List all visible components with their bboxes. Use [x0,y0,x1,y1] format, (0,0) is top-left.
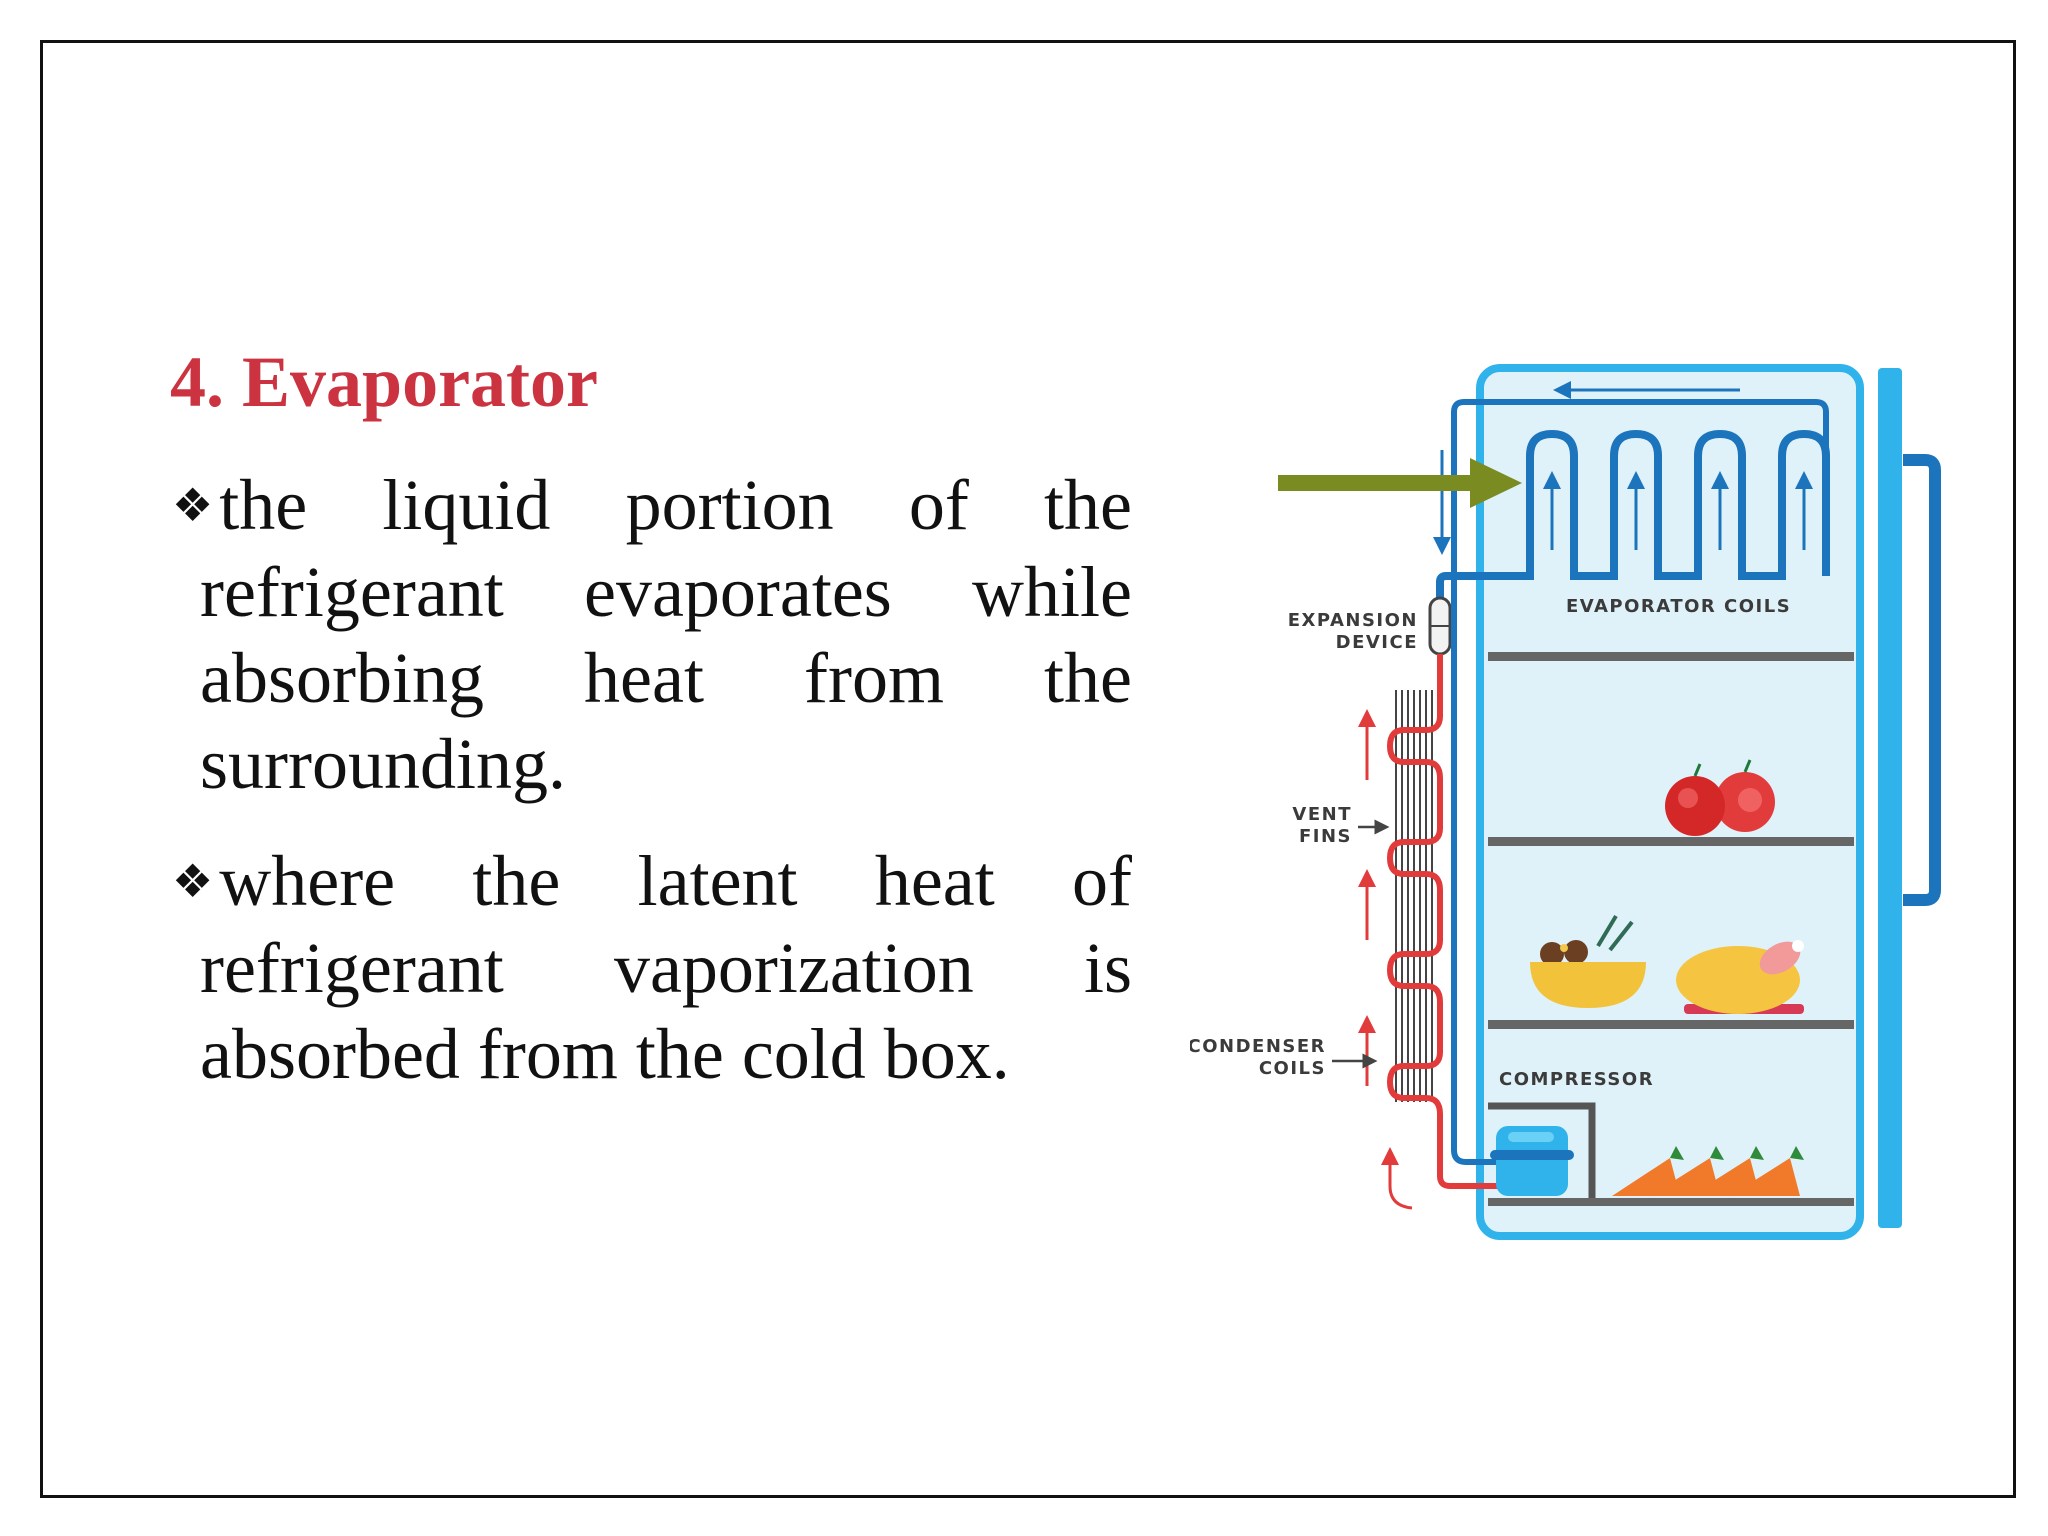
shelf [1488,1198,1854,1206]
suction-pipe [1451,598,1506,1165]
expansion-device-label: EXPANSION [1288,610,1418,631]
evaporator-coils-label: EVAPORATOR COILS [1566,596,1791,617]
bullet-text: the liquid portion of the refrigerant ev… [200,465,1132,804]
roast-chicken-icon [1676,940,1804,1014]
diamond-bullet-icon: ❖ [172,480,214,531]
refrigerator-diagram: EVAPORATOR COILS EXPANSION DEVICE VENT F… [1190,364,1941,1240]
evaporator-return-pipe [1451,399,1829,598]
apples-icon [1665,759,1775,836]
bullet-item: ❖the liquid portion of the refrigerant e… [172,462,1132,807]
door-handle [1903,454,1941,906]
compressor-compartment [1488,1102,1596,1198]
evaporator-coil-pipe [1436,429,1830,598]
slide-title: 4. Evaporator [170,342,598,422]
expansion-device-label: DEVICE [1336,632,1418,653]
condenser-coils-label: CONDENSER [1190,1036,1326,1057]
condenser-coils-label: COILS [1259,1058,1326,1079]
vent-fins [1395,690,1433,1102]
shelf [1488,837,1854,846]
vent-fins-label: VENT [1292,804,1352,825]
fridge-door [1878,368,1902,1228]
carrots-icon [1612,1146,1804,1196]
shelf [1488,652,1854,661]
bowl-icon [1530,914,1646,1008]
diamond-bullet-icon: ❖ [172,856,214,907]
bullet-text: where the latent heat of refrigerant vap… [200,841,1132,1094]
compressor-icon [1490,1126,1574,1196]
slide-frame [40,40,2016,1498]
pointer-arrow-head [1470,458,1522,508]
vent-fins-label: FINS [1299,826,1352,847]
compressor-label: COMPRESSOR [1499,1069,1654,1090]
flow-arrow [1381,1147,1413,1210]
condenser-coil-pipe [1386,654,1506,1189]
shelf [1488,1020,1854,1029]
bullet-item: ❖where the latent heat of refrigerant va… [172,838,1132,1097]
